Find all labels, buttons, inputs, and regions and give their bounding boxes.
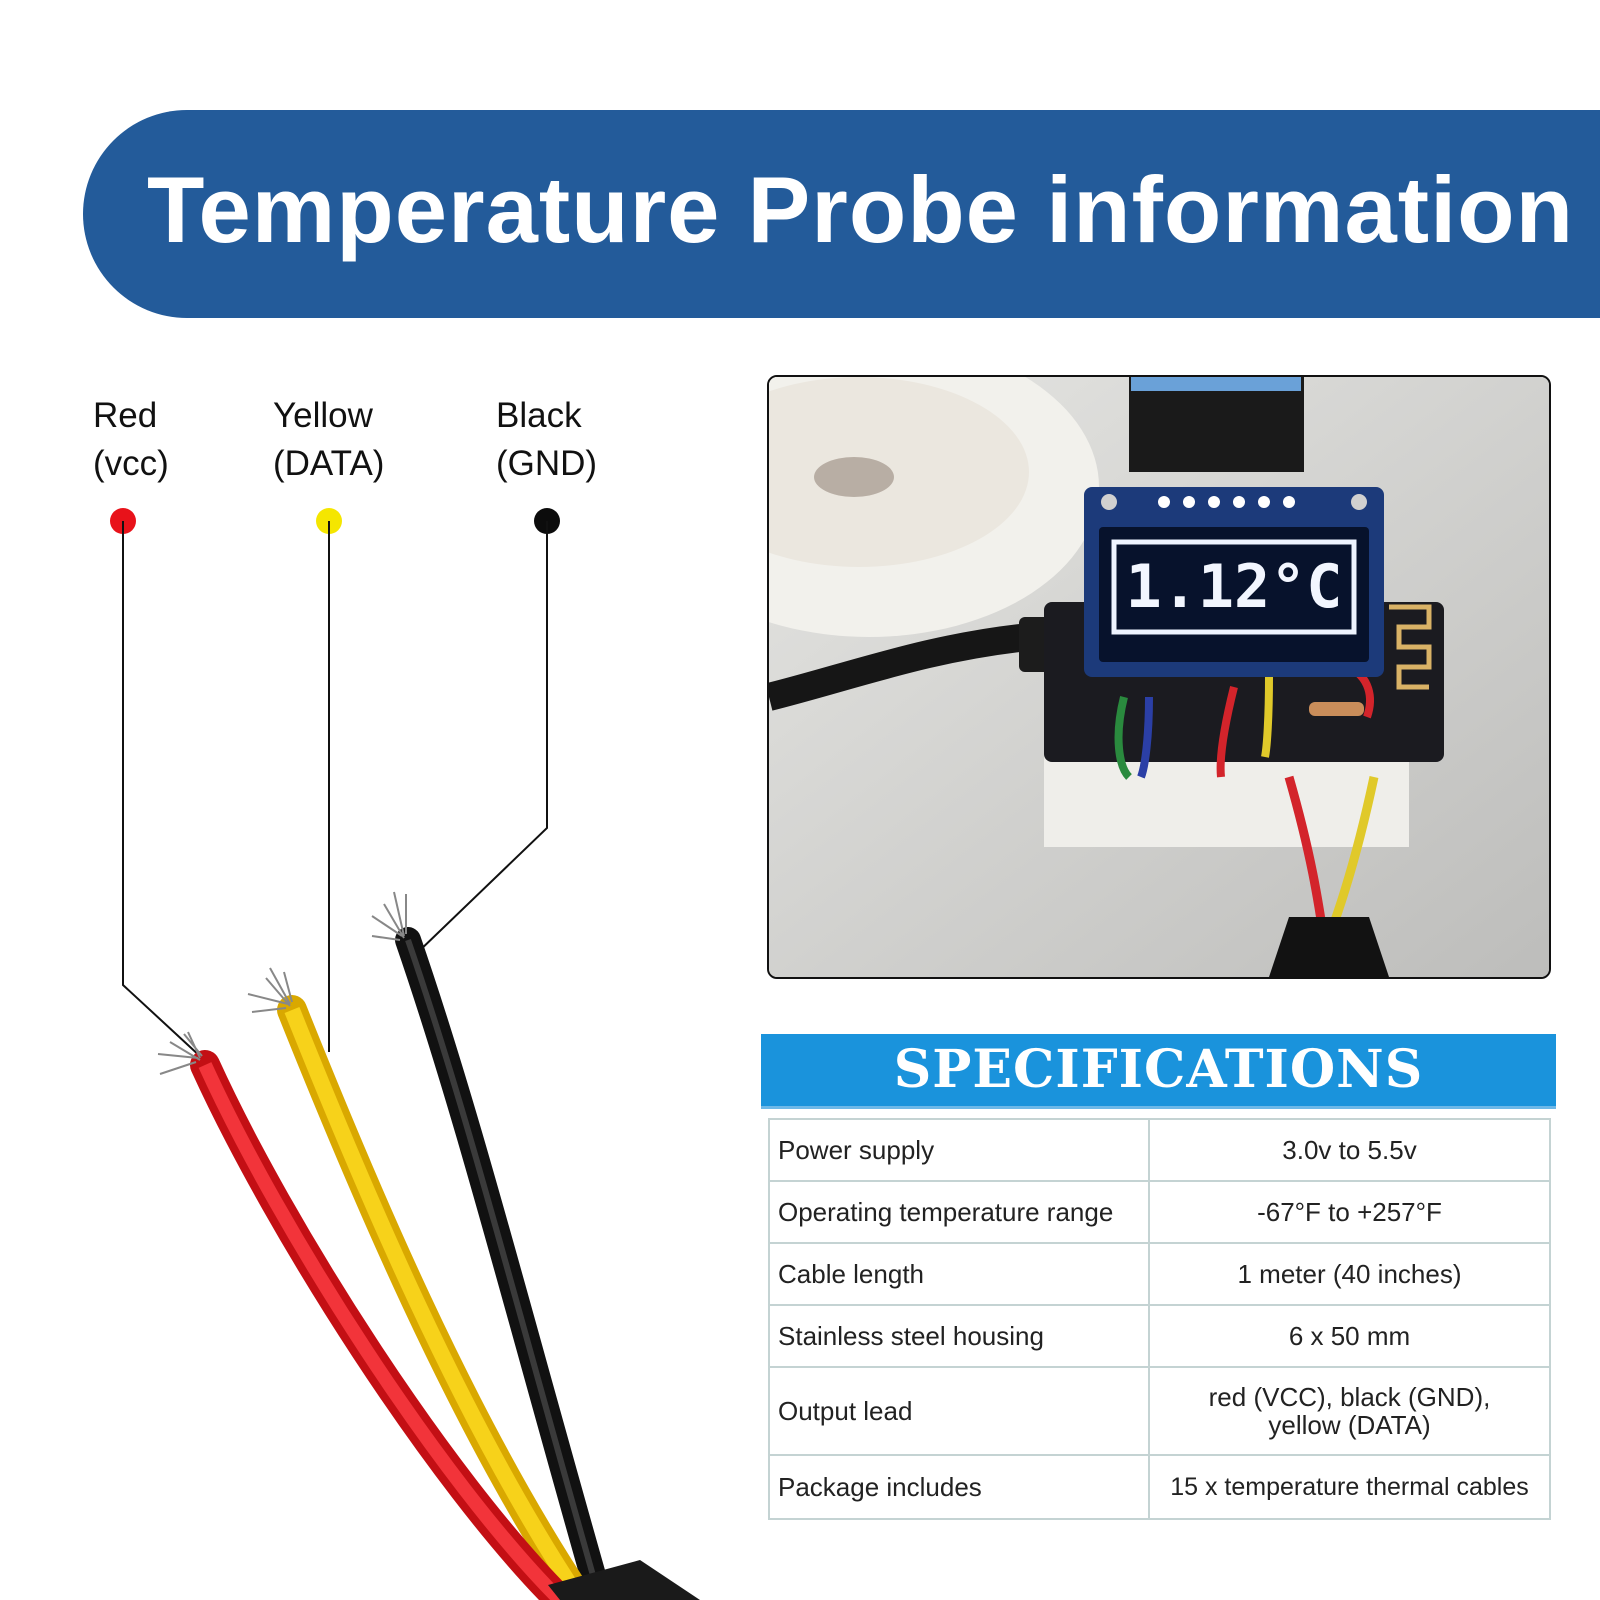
spec-key-cable-length: Cable length — [768, 1242, 1150, 1306]
spec-key-housing: Stainless steel housing — [768, 1304, 1150, 1368]
spec-key-power-supply: Power supply — [768, 1118, 1150, 1182]
oled-screen-frame — [1111, 539, 1357, 635]
probe-wires-illustration — [122, 521, 700, 1600]
red-wire — [190, 1050, 575, 1600]
wire-label-black: Black (GND) — [496, 396, 598, 483]
probe-demo-photo: 1.12°C — [767, 375, 1551, 979]
spec-value-cable-length: 1 meter (40 inches) — [1148, 1242, 1551, 1306]
frayed-strands — [157, 891, 407, 1075]
table-row: Power supply 3.0v to 5.5v — [768, 1118, 1551, 1182]
table-row: Stainless steel housing 6 x 50 mm — [768, 1304, 1551, 1368]
table-row: Operating temperature range -67°F to +25… — [768, 1180, 1551, 1244]
cable-jacket — [548, 1560, 700, 1600]
page-title: Temperature Probe information — [147, 157, 1575, 262]
specifications-header: SPECIFICATIONS — [761, 1034, 1556, 1109]
red-leader-line — [122, 521, 203, 1059]
wire-label-yellow: Yellow (DATA) — [273, 396, 385, 483]
spec-value-operating-temperature: -67°F to +257°F — [1148, 1180, 1551, 1244]
spec-key-operating-temperature: Operating temperature range — [768, 1180, 1150, 1244]
oled-temperature-reading: 1.12°C — [1125, 552, 1343, 622]
specifications-table: Power supply 3.0v to 5.5v Operating temp… — [768, 1118, 1551, 1520]
spec-key-package-includes: Package includes — [768, 1454, 1150, 1520]
table-row: Output lead red (VCC), black (GND), yell… — [768, 1366, 1551, 1456]
title-banner — [83, 110, 1600, 318]
spec-value-power-supply: 3.0v to 5.5v — [1148, 1118, 1551, 1182]
spec-value-output-lead: red (VCC), black (GND), yellow (DATA) — [1148, 1366, 1551, 1456]
wire-label-red: Red (vcc) — [93, 396, 169, 483]
spec-value-housing: 6 x 50 mm — [1148, 1304, 1551, 1368]
table-row: Cable length 1 meter (40 inches) — [768, 1242, 1551, 1306]
spec-key-output-lead: Output lead — [768, 1366, 1150, 1456]
spec-value-package-includes: 15 x temperature thermal cables — [1148, 1454, 1551, 1520]
table-row: Package includes 15 x temperature therma… — [768, 1454, 1551, 1520]
specifications-title: SPECIFICATIONS — [893, 1039, 1424, 1100]
black-leader-line — [414, 521, 548, 956]
